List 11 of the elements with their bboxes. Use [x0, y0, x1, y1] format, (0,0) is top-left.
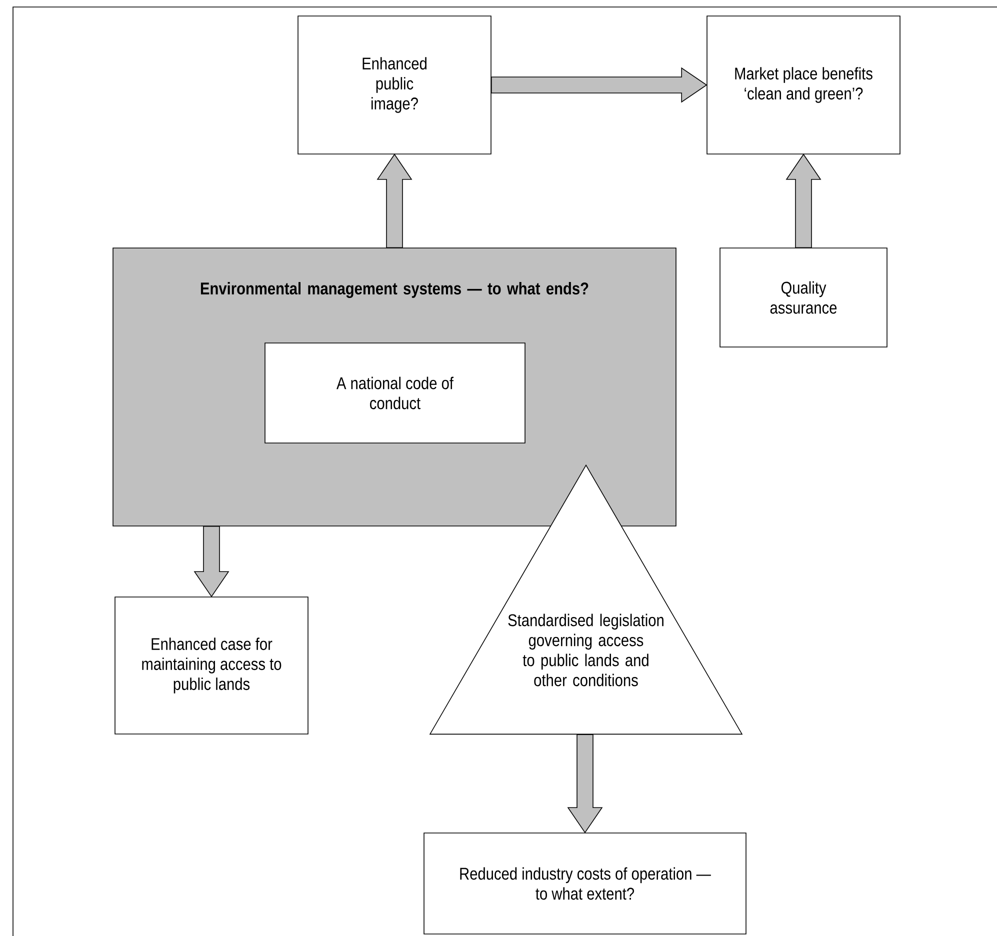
text-box: Quality assurance: [720, 248, 888, 348]
text-box: Reduced industry costs of operation — to what extent?: [424, 832, 746, 934]
block-arrow: [194, 526, 230, 598]
text-box: Enhanced public image?: [298, 16, 492, 154]
text-box: Market place benefits ‘clean and green’?: [706, 16, 900, 154]
block-arrow: [786, 154, 822, 248]
text-box: A national code of conduct: [264, 342, 526, 444]
block-arrow: [567, 734, 603, 834]
text-box: Enhanced case for maintaining access to public lands: [114, 596, 308, 734]
block-arrow: [376, 154, 412, 248]
block-arrow: [491, 67, 708, 103]
